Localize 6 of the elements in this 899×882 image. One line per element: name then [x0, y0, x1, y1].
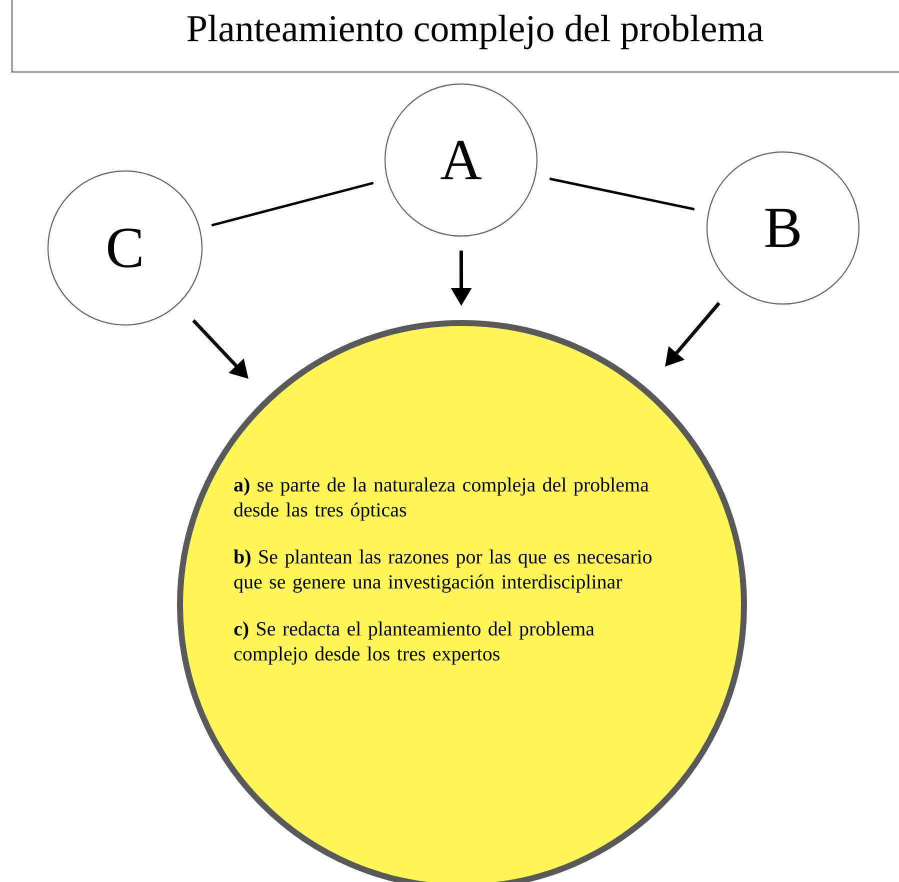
connector-line: [211, 182, 374, 226]
connector-line: [549, 178, 695, 210]
circle-node: B: [706, 151, 860, 305]
title: Planteamiento complejo del problema: [188, 14, 764, 50]
circle-node: A: [384, 83, 538, 237]
circle-node: C: [47, 170, 203, 326]
